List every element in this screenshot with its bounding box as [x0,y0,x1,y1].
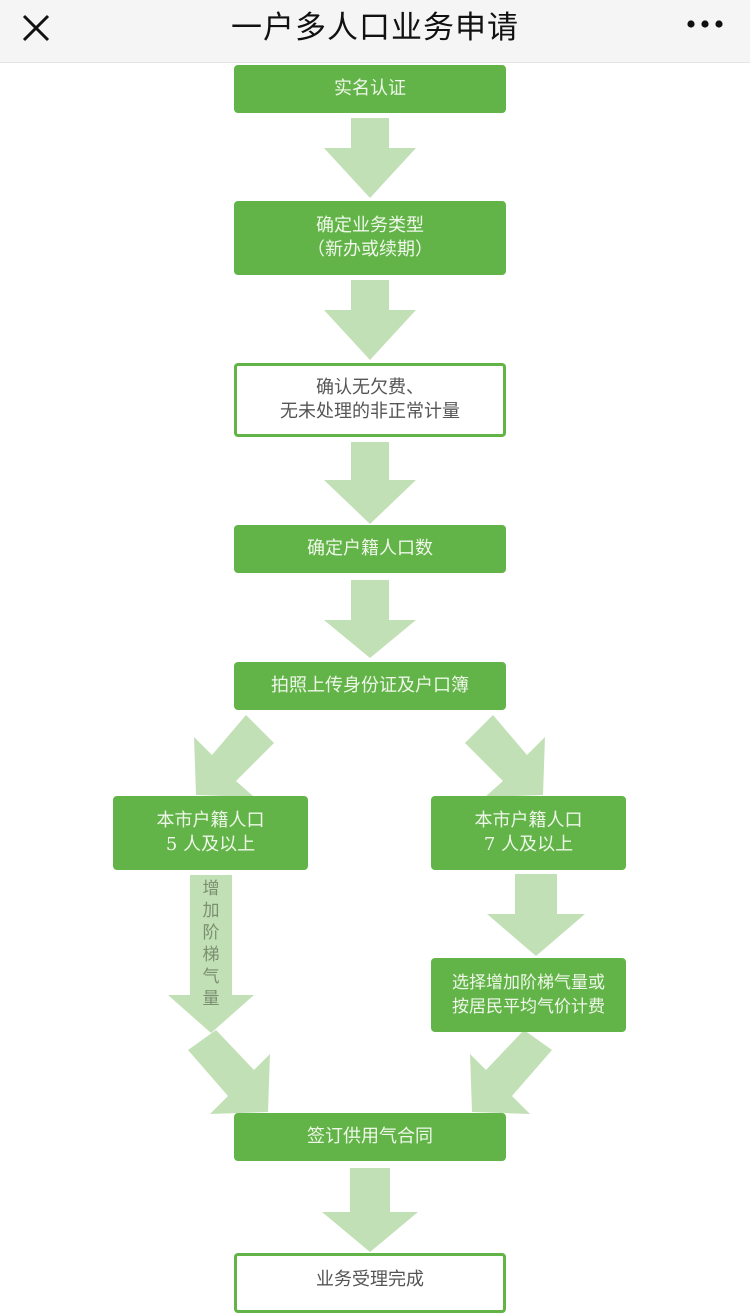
step-no-arrears: 确认无欠费、 无未处理的非正常计量 [234,363,506,437]
step-choose-option: 选择增加阶梯气量或 按居民平均气价计费 [431,958,626,1032]
step-seven-plus: 本市户籍人口 7 人及以上 [431,796,626,870]
step-real-name: 实名认证 [234,65,506,113]
step-five-plus: 本市户籍人口 5 人及以上 [113,796,308,870]
arrow-left-labelled [168,875,254,1033]
step-upload-docs: 拍照上传身份证及户口簿 [234,662,506,710]
arrow-label-increase-tier: 增加阶梯气量 [202,879,220,1009]
close-button[interactable] [18,10,54,46]
close-icon [22,14,50,42]
more-icon [687,20,723,28]
step-household-count: 确定户籍人口数 [234,525,506,573]
arrow-diag-left [194,715,274,797]
step-complete: 业务受理完成 [234,1253,506,1313]
arrow-down-2 [324,280,416,360]
arrow-right-down [487,874,585,956]
arrow-down-1 [324,118,416,198]
page-title: 一户多人口业务申请 [231,10,519,46]
arrow-down-final [322,1168,418,1252]
step-business-type: 确定业务类型 （新办或续期） [234,201,506,275]
arrow-down-4 [324,580,416,658]
more-button[interactable] [684,12,726,42]
top-bar: 一户多人口业务申请 [0,0,750,63]
arrow-diag-right [465,715,545,797]
step-sign-contract: 签订供用气合同 [234,1113,506,1161]
arrow-converge-left [188,1030,270,1114]
arrow-converge-right [470,1030,552,1114]
arrow-down-3 [324,442,416,524]
